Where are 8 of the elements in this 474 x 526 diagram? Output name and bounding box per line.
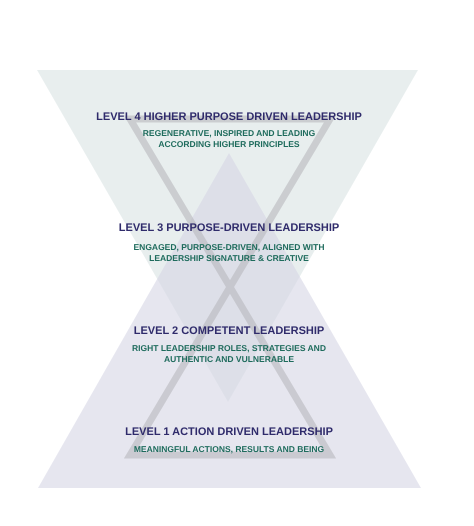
level-heading: LEVEL 2 COMPETENT LEADERSHIP [134, 324, 324, 338]
level-heading: LEVEL 3 PURPOSE-DRIVEN LEADERSHIP [118, 221, 340, 236]
level-description: RIGHT LEADERSHIP ROLES, STRATEGIES AND AUTHENTIC AND VULNERABLE [131, 343, 327, 366]
level-description: ENGAGED, PURPOSE-DRIVEN, ALIGNED WITH LEADERSHIP SIGNATURE & CREATIVE [132, 242, 326, 264]
level-description: MEANINGFUL ACTIONS, RESULTS AND BEING [132, 444, 326, 456]
level-heading: LEVEL 4 HIGHER PURPOSE DRIVEN LEADERSHIP [96, 110, 362, 124]
level-heading: LEVEL 1 ACTION DRIVEN LEADERSHIP [125, 425, 333, 440]
level-description: REGENERATIVE, INSPIRED AND LEADING ACCORDING HIGHER PRINCIPLES [142, 128, 316, 150]
